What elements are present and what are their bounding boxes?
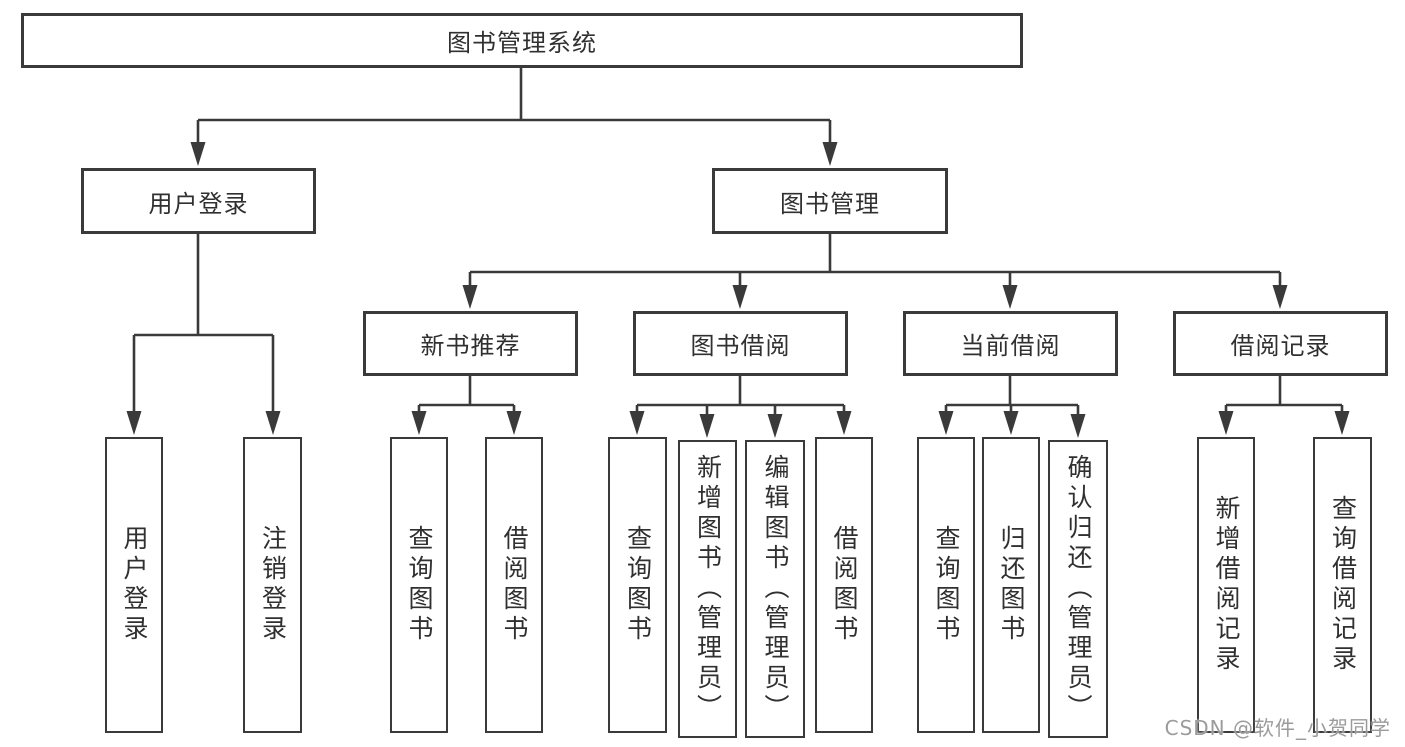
node-leaf-borrow-book-2: 借阅图书 bbox=[815, 437, 873, 733]
node-leaf-add-record: 新增借阅记录 bbox=[1197, 437, 1255, 733]
node-leaf-confirm-return: 确认归还（管理员） bbox=[1048, 440, 1108, 738]
node-leaf-user-login: 用户登录 bbox=[105, 437, 163, 733]
node-new-book-rec: 新书推荐 bbox=[363, 311, 578, 376]
node-leaf-query-book-1: 查询图书 bbox=[390, 437, 448, 733]
node-leaf-edit-book: 编辑图书（管理员） bbox=[745, 440, 805, 738]
node-leaf-query-book-2: 查询图书 bbox=[608, 437, 667, 733]
watermark: CSDN @软件_小贺同学 bbox=[1164, 716, 1391, 740]
node-leaf-borrow-book-1: 借阅图书 bbox=[485, 437, 543, 733]
node-leaf-query-record: 查询借阅记录 bbox=[1313, 437, 1372, 733]
node-leaf-return-book: 归还图书 bbox=[982, 437, 1040, 733]
node-leaf-add-book: 新增图书（管理员） bbox=[678, 440, 737, 738]
node-root: 图书管理系统 bbox=[21, 13, 1023, 68]
node-current-borrow: 当前借阅 bbox=[903, 311, 1118, 376]
node-user-login: 用户登录 bbox=[81, 168, 316, 234]
node-book-borrow: 图书借阅 bbox=[633, 311, 848, 376]
node-borrow-records: 借阅记录 bbox=[1173, 311, 1388, 376]
node-book-mgmt: 图书管理 bbox=[712, 168, 948, 234]
node-leaf-logout: 注销登录 bbox=[243, 437, 302, 733]
node-leaf-query-book-3: 查询图书 bbox=[917, 437, 975, 733]
